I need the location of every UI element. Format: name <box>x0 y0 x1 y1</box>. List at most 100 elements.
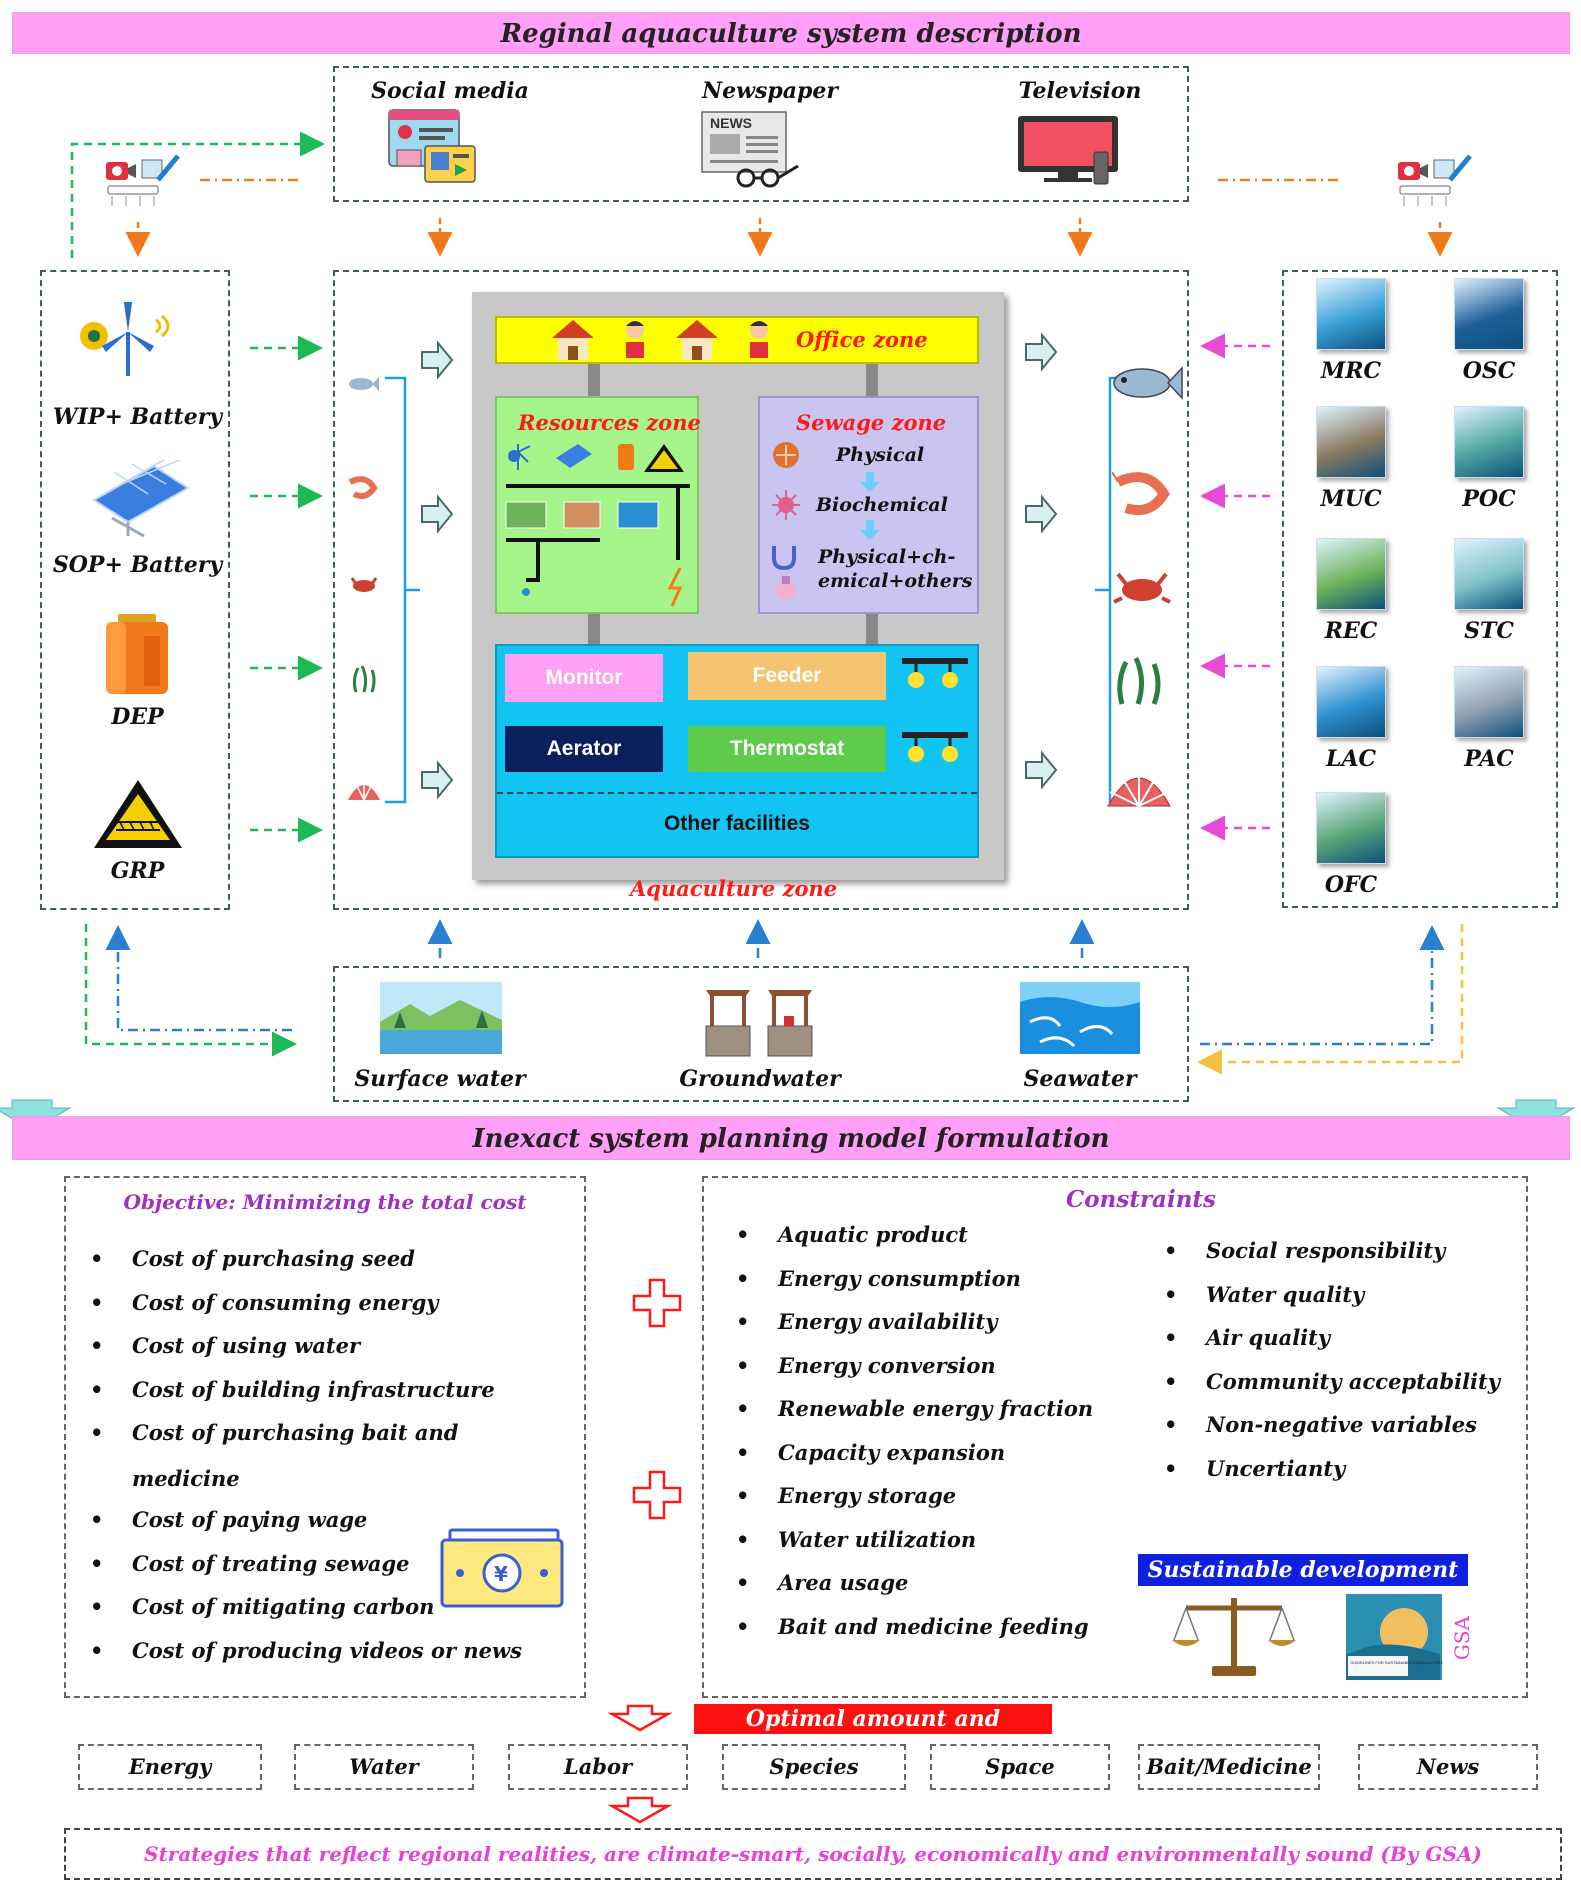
crab-icon <box>1113 572 1171 604</box>
office-zone-title: Office zone <box>796 327 928 352</box>
diesel-tank-icon <box>106 614 168 694</box>
constraint-item: Social responsibility <box>1164 1238 1500 1282</box>
groundwater-well-icon <box>705 990 813 1057</box>
fish-icon <box>1113 366 1183 400</box>
seawater-icon <box>1020 982 1140 1054</box>
strategy-box: Strategies that reflect regional realiti… <box>64 1828 1562 1880</box>
monitor-box: Monitor <box>505 654 663 702</box>
optimal-label: Optimal amount and structure <box>694 1704 1052 1762</box>
crab-icon <box>350 577 378 592</box>
seaweed-icon <box>1117 656 1161 705</box>
pillar <box>866 364 878 396</box>
constraints-title: Constraints <box>1066 1186 1216 1213</box>
constraint-item: Energy consumption <box>736 1266 1093 1310</box>
species-source-thumbnail <box>1316 666 1386 738</box>
down-arrow-icon <box>860 472 880 492</box>
flow-arrow-out-1 <box>1025 332 1058 372</box>
constraint-item: Energy storage <box>736 1483 1093 1527</box>
species-source-box <box>1282 270 1558 908</box>
shrimp-icon <box>348 476 378 499</box>
gsa-label: GSA <box>1450 1616 1474 1661</box>
gsa-book-icon: GUIDELINES FOR SUSTAINABLE AQUACULTURE <box>1346 1594 1443 1680</box>
optimal-output-box: Labor <box>508 1744 688 1790</box>
objective-box <box>64 1176 586 1698</box>
water-to-energy-arrow <box>105 925 292 1032</box>
species-to-water-arrow <box>1197 924 1464 1075</box>
energy-to-media-arrow <box>70 131 325 258</box>
objective-title: Objective: Minimizing the total cost <box>123 1190 527 1214</box>
surface-water-icon <box>380 982 502 1054</box>
aerator-box: Aerator <box>505 726 663 772</box>
species-source-label: OFC <box>1324 872 1378 898</box>
shell-icon <box>1107 768 1171 807</box>
shell-icon <box>348 780 380 801</box>
media-label-newspaper: Newspaper <box>701 78 839 104</box>
objective-item: Cost of consuming energy <box>90 1290 522 1334</box>
water-label-groundwater: Groundwater <box>679 1066 841 1092</box>
optimal-output-box: Bait/Medicine <box>1138 1744 1320 1790</box>
aquaculture-zone-box <box>333 270 1189 910</box>
constraint-item: Non-negative variables <box>1164 1412 1500 1456</box>
media-box <box>333 66 1189 202</box>
camera-pen-icon <box>1398 154 1472 206</box>
wind-turbine-icon <box>80 302 170 376</box>
chemical-treatment-icon <box>772 546 796 600</box>
water-to-species-arrow <box>1200 925 1445 1046</box>
species-source-label: OSC <box>1462 358 1516 384</box>
sustainable-label: Sustainable development <box>1138 1554 1468 1586</box>
energy-label-grp: GRP <box>110 858 165 884</box>
species-source-thumbnail <box>1316 406 1386 478</box>
species-source-thumbnail <box>1454 666 1524 738</box>
species-source-label: MUC <box>1320 486 1382 512</box>
objective-item: Cost of purchasing bait and <box>90 1420 522 1507</box>
constraint-item: Air quality <box>1164 1325 1500 1369</box>
gsa-book-text: GUIDELINES FOR SUSTAINABLE AQUACULTURE <box>1350 1660 1443 1665</box>
down-arrow-icon <box>860 520 880 540</box>
constraint-item: Energy conversion <box>736 1353 1093 1397</box>
species-source-label: REC <box>1324 618 1378 644</box>
constraint-item: Uncertianty <box>1164 1456 1500 1500</box>
person-icon <box>750 321 768 358</box>
media-label-television: Television <box>1018 78 1142 104</box>
pillar <box>588 614 600 644</box>
down-arrow-icon <box>607 1796 673 1824</box>
flow-arrow-out-3 <box>1025 750 1058 790</box>
constraint-item: Aquatic product <box>736 1222 1093 1266</box>
constraints-right-list: Social responsibilityWater qualityAir qu… <box>1164 1238 1500 1500</box>
optimal-output-box: Water <box>294 1744 474 1790</box>
plus-icon <box>632 1470 682 1520</box>
plus-icon <box>632 1278 682 1328</box>
species-source-label: MRC <box>1320 358 1382 384</box>
constraint-item: Community acceptability <box>1164 1369 1500 1413</box>
constraint-item: Water quality <box>1164 1282 1500 1326</box>
energy-source-box <box>40 270 230 910</box>
constraint-item: Energy availability <box>736 1309 1093 1353</box>
constraint-item: Bait and medicine feeding <box>736 1614 1093 1658</box>
objective-item: Cost of treating sewage <box>90 1551 522 1595</box>
species-source-thumbnail <box>1316 278 1386 350</box>
constraint-item: Area usage <box>736 1570 1093 1614</box>
other-facilities-label: Other facilities <box>664 812 810 835</box>
television-icon <box>1018 116 1118 185</box>
sewage-zone-title: Sewage zone <box>796 410 947 435</box>
flow-arrow-out-2 <box>1025 494 1058 534</box>
sewage-step-biochemical: Biochemical <box>816 494 948 516</box>
media-label-social: Social media <box>371 78 529 104</box>
species-source-label: STC <box>1464 618 1514 644</box>
money-icon: ¥ <box>440 1528 564 1608</box>
constraint-item: Renewable energy fraction <box>736 1396 1093 1440</box>
house-icon <box>676 320 718 360</box>
species-source-thumbnail <box>1454 278 1524 350</box>
species-source-thumbnail <box>1454 406 1524 478</box>
left-species-bracket <box>385 376 420 804</box>
fish-icon <box>349 377 379 391</box>
energy-label-dep: DEP <box>111 704 164 730</box>
solar-panel-icon <box>92 460 190 538</box>
sewage-step-chemical-1: Physical+ch- <box>818 546 956 568</box>
top-banner: Reginal aquaculture system description <box>12 12 1570 54</box>
social-media-icon <box>388 109 476 183</box>
objective-item: Cost of mitigating carbon <box>90 1594 522 1638</box>
sewage-step-chemical-2: emical+others <box>818 570 973 592</box>
sewage-step-physical: Physical <box>836 444 925 466</box>
